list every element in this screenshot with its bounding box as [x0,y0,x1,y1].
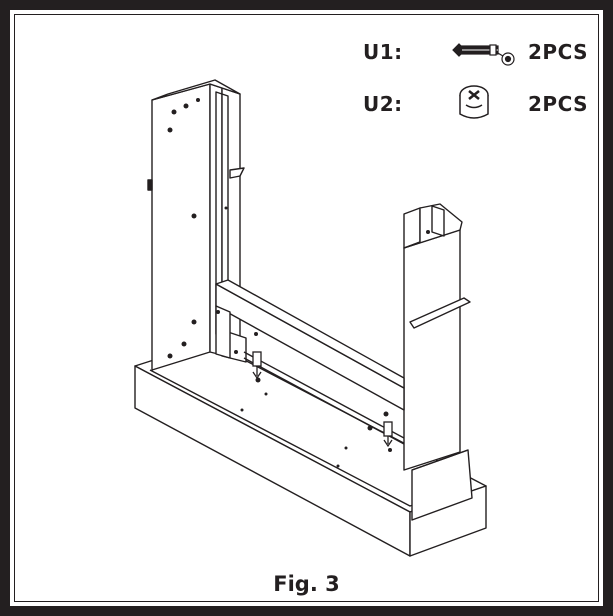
hole [167,127,173,133]
right-panel-foot-top [411,449,469,471]
cam-bolt-callouts [252,351,393,448]
hole [254,332,258,336]
left-panel-tab [147,179,153,191]
hole [367,425,373,431]
hole [344,446,348,450]
hole [171,109,177,115]
right-panel-front [403,229,461,471]
right-panel-bracket [409,297,471,329]
hole [181,341,187,347]
down-arrow-head [252,371,262,380]
hole [191,213,197,219]
part-u2-label: U2: [363,92,403,116]
inner-border [14,14,599,602]
left-panel-front [151,83,211,371]
cam-bolt [383,421,393,437]
hole [388,448,392,452]
left-panel-bracket [229,167,245,179]
hole [191,319,197,325]
hole [255,377,261,383]
hole [196,98,200,102]
hole [264,392,268,396]
cam-bolt-icon [452,43,515,66]
cam-lock-nut-icon [459,85,489,119]
back-rail-top [215,279,405,389]
hole [183,103,189,109]
hole [216,310,220,314]
hole [224,206,228,210]
part-u1-quantity: 2PCS [528,40,589,64]
right-panel-back-strip [431,205,445,237]
hole [336,464,340,468]
back-rail-front [215,305,231,359]
hole [167,353,173,359]
hole [426,230,430,234]
left-panel-top [151,79,241,101]
hole [240,408,244,412]
part-u2-quantity: 2PCS [528,92,589,116]
right-panel-top [403,203,463,249]
back-rail-lower-edge [243,351,405,439]
back-rail-lower-edge2 [243,357,405,445]
down-arrow-head [383,439,393,448]
part-u1-label: U1: [363,40,403,64]
figure-caption: Fig. 3 [273,572,340,596]
right-panel-edge [403,207,421,249]
hole [383,411,389,417]
cam-bolt [252,351,262,367]
panel-holes [167,98,430,468]
hole [234,350,238,354]
